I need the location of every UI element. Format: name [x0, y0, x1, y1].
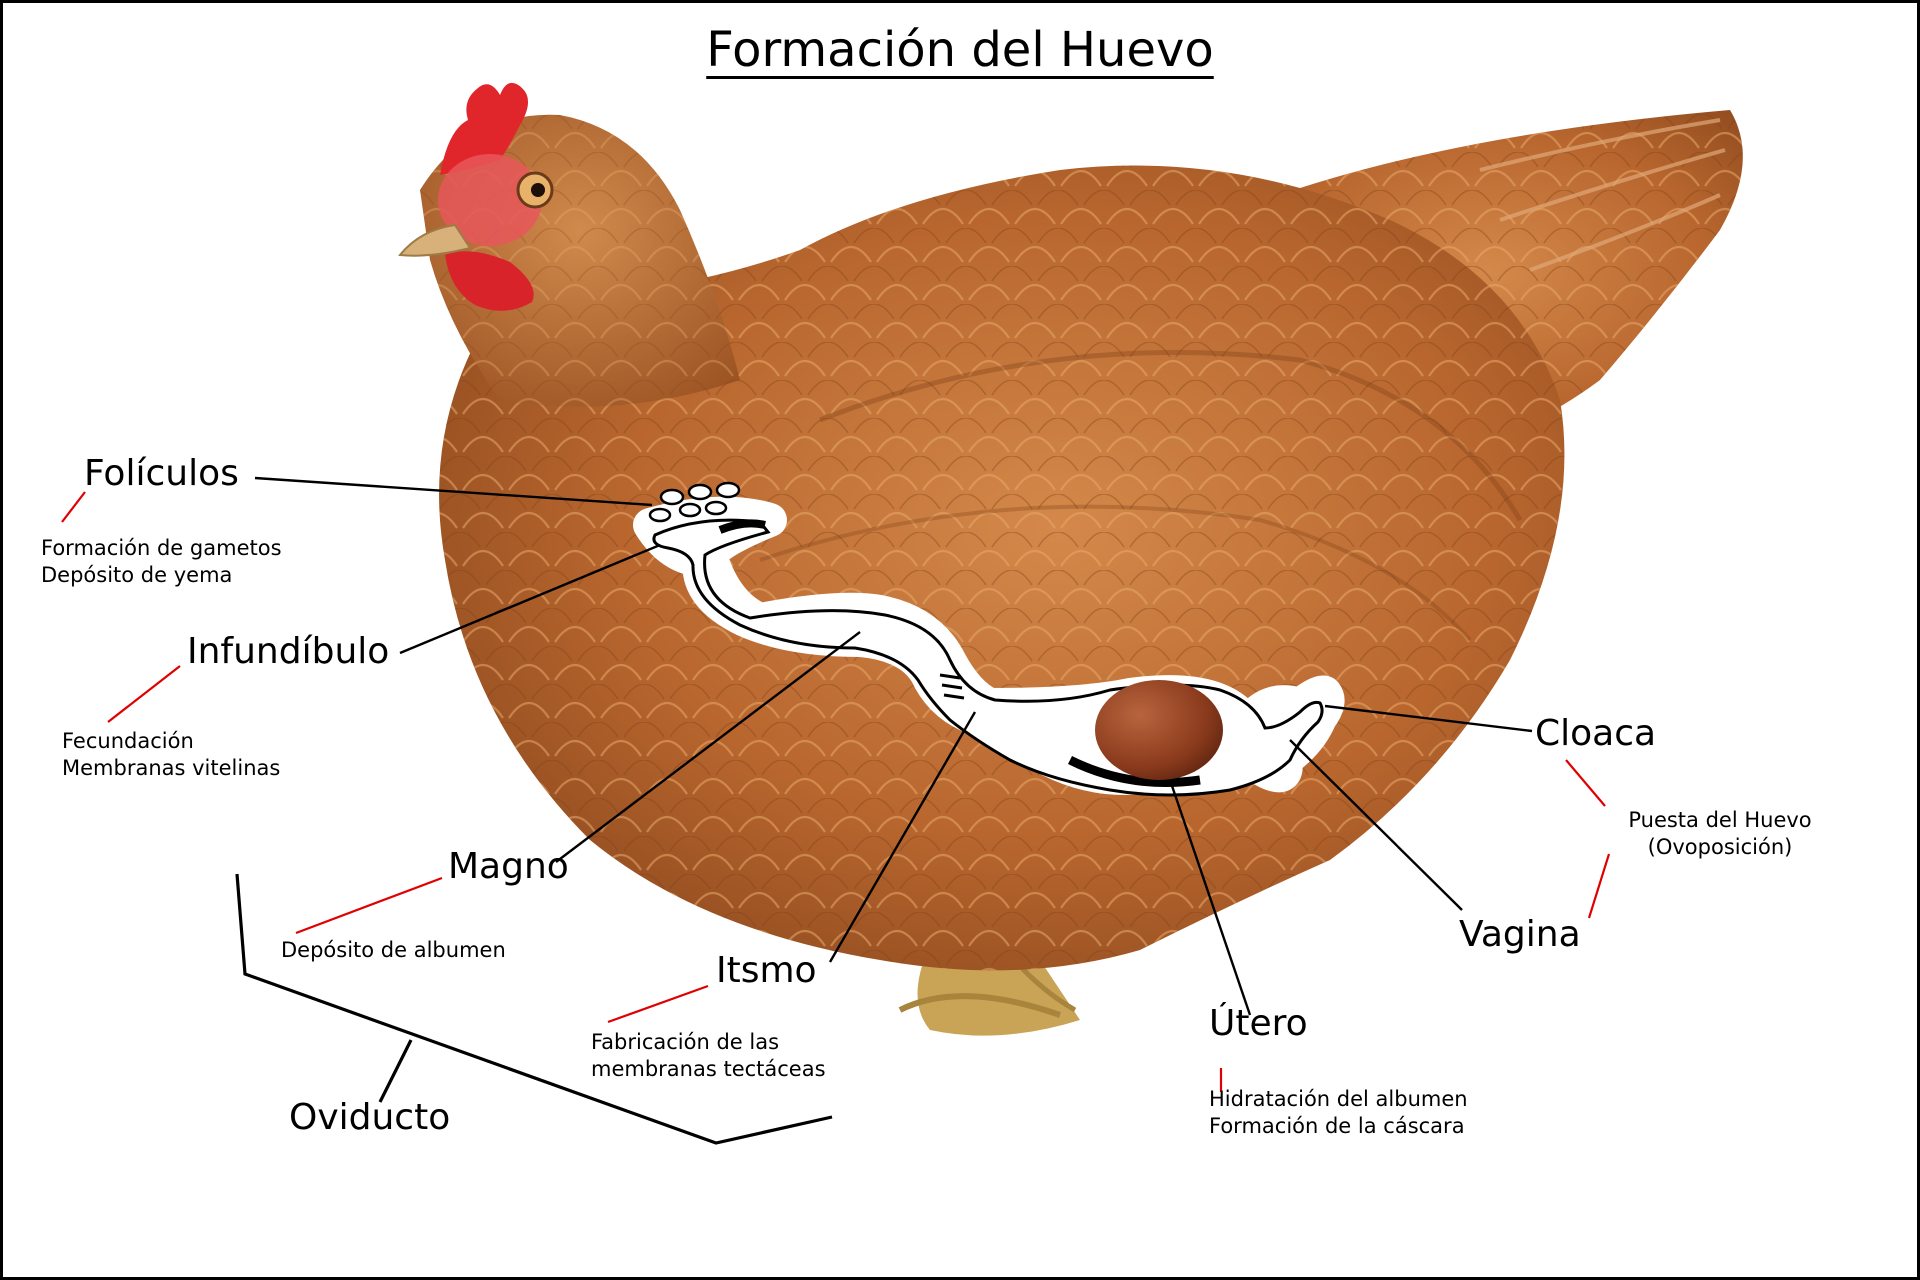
desc-magno-line-1: Depósito de albumen	[281, 938, 506, 962]
label-magno: Magno	[448, 846, 569, 887]
leader-cloaca	[1324, 704, 1533, 733]
label-oviducto: Oviducto	[289, 1097, 451, 1138]
leader-lines	[254, 476, 1533, 1016]
desc-cloaca-line-1: Puesta del Huevo	[1628, 808, 1812, 832]
leader-foliculos	[254, 476, 653, 507]
hen-eye	[516, 171, 554, 209]
leader-infundibulo	[399, 543, 661, 655]
hen-wattle	[445, 251, 534, 311]
description-leaders	[61, 491, 1611, 1092]
desc-itsmo-line-1: Fabricación de las	[591, 1030, 780, 1054]
oviducto-bracket	[235, 873, 833, 1145]
label-foliculos: Folículos	[84, 453, 239, 494]
desc-itsmo: Fabricación de las membranas tectáceas	[591, 1029, 826, 1083]
label-cloaca: Cloaca	[1535, 713, 1657, 754]
diagram-title: Formación del Huevo	[706, 22, 1214, 78]
desc-foliculos-line-2: Depósito de yema	[41, 563, 233, 587]
label-itsmo: Itsmo	[716, 950, 817, 991]
desc-utero-line-2: Formación de la cáscara	[1209, 1114, 1465, 1138]
leader-utero	[1168, 779, 1252, 1016]
desc-infundibulo: Fecundación Membranas vitelinas	[62, 728, 280, 782]
egg	[1095, 680, 1223, 780]
desc-cloaca: Puesta del Huevo (Ovoposición)	[1590, 807, 1850, 861]
desc-infundibulo-line-2: Membranas vitelinas	[62, 756, 281, 780]
follicles	[648, 481, 741, 523]
desc-itsmo-line-2: membranas tectáceas	[591, 1057, 826, 1081]
desc-utero: Hidratación del albumen Formación de la …	[1209, 1086, 1468, 1140]
desc-foliculos: Formación de gametos Depósito de yema	[41, 535, 282, 589]
hen-beak	[398, 223, 472, 257]
hen-face	[438, 154, 542, 246]
desc-infundibulo-line-1: Fecundación	[62, 729, 194, 753]
label-vagina: Vagina	[1459, 914, 1581, 955]
desc-utero-line-1: Hidratación del albumen	[1209, 1087, 1468, 1111]
hen-comb	[440, 82, 529, 175]
label-infundibulo: Infundíbulo	[187, 631, 390, 672]
leader-vagina	[1289, 739, 1463, 911]
desc-cloaca-line-2: (Ovoposición)	[1647, 835, 1793, 859]
leader-magno	[555, 631, 861, 863]
leader-itsmo	[828, 711, 977, 963]
desc-magno: Depósito de albumen	[281, 937, 506, 964]
desc-foliculos-line-1: Formación de gametos	[41, 536, 282, 560]
label-utero: Útero	[1209, 1003, 1308, 1044]
